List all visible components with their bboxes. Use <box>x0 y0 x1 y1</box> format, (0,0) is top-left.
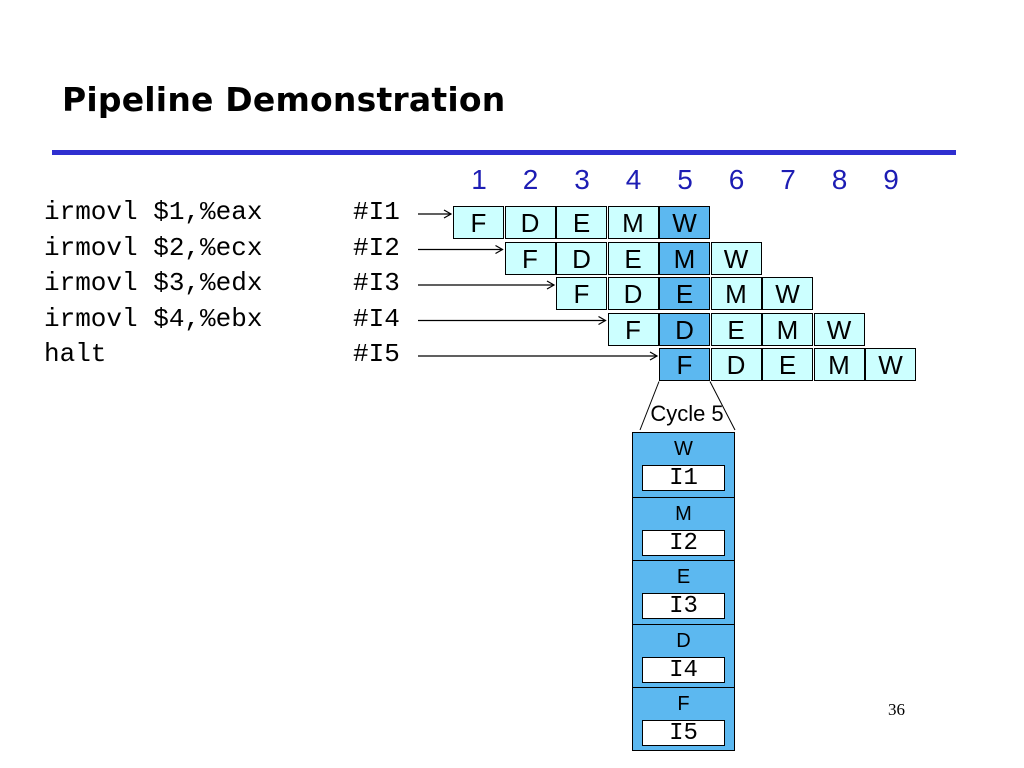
stage-cell: W <box>710 241 762 275</box>
arrow-head <box>649 351 659 361</box>
instruction-label: #I3 <box>353 268 400 298</box>
stage-slot-instruction: I3 <box>642 593 725 619</box>
stage-cell: F <box>607 312 659 346</box>
stage-cell: E <box>607 241 659 275</box>
slide-title: Pipeline Demonstration <box>62 80 506 119</box>
instruction-code: irmovl $1,%eax <box>44 197 263 227</box>
cycle-number: 7 <box>780 164 796 195</box>
stage-cell: W <box>659 206 710 239</box>
stage-cell: F <box>453 206 504 239</box>
stage-cell: D <box>504 206 556 239</box>
instruction-code: irmovl $4,%ebx <box>44 303 263 334</box>
instruction-label: #I5 <box>353 339 400 369</box>
stage-cell: W <box>865 348 916 381</box>
stage-slot: M I2 <box>633 496 734 559</box>
cycle-number: 9 <box>883 164 899 195</box>
instruction-code: halt <box>44 339 107 369</box>
stage-cell: M <box>659 241 710 275</box>
cycle-number: 2 <box>522 164 539 195</box>
stage-cell: M <box>813 348 865 381</box>
cycle-number: 8 <box>831 164 848 195</box>
stage-slot-label: W <box>674 438 693 460</box>
stage-cell: M <box>762 312 813 346</box>
cycle-number: 6 <box>728 164 745 195</box>
cycle-number: 4 <box>625 164 642 195</box>
stage-cell: W <box>762 277 813 310</box>
zoom-guide-line <box>709 381 736 431</box>
stage-cell: E <box>710 312 762 346</box>
stage-cell: E <box>659 277 710 310</box>
stage-slot-label: E <box>676 566 691 588</box>
stage-cell: F <box>659 348 710 381</box>
cycle-number: 3 <box>574 164 590 195</box>
stage-cell: D <box>556 241 607 275</box>
arrow-head <box>598 315 607 326</box>
stage-cell: D <box>607 277 659 310</box>
stage-slot-label: F <box>677 693 690 715</box>
page-number: 36 <box>888 700 905 719</box>
stage-cell: W <box>813 312 865 346</box>
stage-slot-instruction: I5 <box>642 720 725 746</box>
stage-slot: D I4 <box>633 623 734 686</box>
stage-slot: W I1 <box>633 433 734 495</box>
stage-cell: F <box>556 277 607 310</box>
cycle-detail-label: Cycle 5 <box>650 401 724 426</box>
stage-slot-label: D <box>676 629 691 652</box>
stage-cell: F <box>504 241 556 275</box>
arrow-head <box>546 280 556 290</box>
title-rule <box>52 150 956 155</box>
cycle-number: 5 <box>677 164 693 195</box>
stage-slot-instruction: I4 <box>642 656 725 683</box>
instruction-code: irmovl $2,%ecx <box>44 232 263 263</box>
instruction-label: #I1 <box>353 197 400 227</box>
arrow-head <box>495 244 504 255</box>
arrow-head <box>443 209 453 219</box>
stage-slot-instruction: I1 <box>642 465 725 491</box>
stage-slot-label: M <box>675 502 692 525</box>
instruction-label: #I2 <box>353 232 400 263</box>
zoom-guide-line <box>639 381 660 431</box>
stage-cell: M <box>607 206 659 239</box>
stage-cell: D <box>710 348 762 381</box>
stage-cell: E <box>556 206 607 239</box>
stage-slot: E I3 <box>633 560 734 622</box>
stage-slot-instruction: I2 <box>642 529 725 556</box>
cycle-number: 1 <box>471 164 487 195</box>
instruction-code: irmovl $3,%edx <box>44 268 263 298</box>
stage-slot: F I5 <box>633 687 734 749</box>
stage-cell: M <box>710 277 762 310</box>
stage-cell: D <box>659 312 710 346</box>
stage-cell: E <box>762 348 813 381</box>
instruction-label: #I4 <box>353 303 400 334</box>
